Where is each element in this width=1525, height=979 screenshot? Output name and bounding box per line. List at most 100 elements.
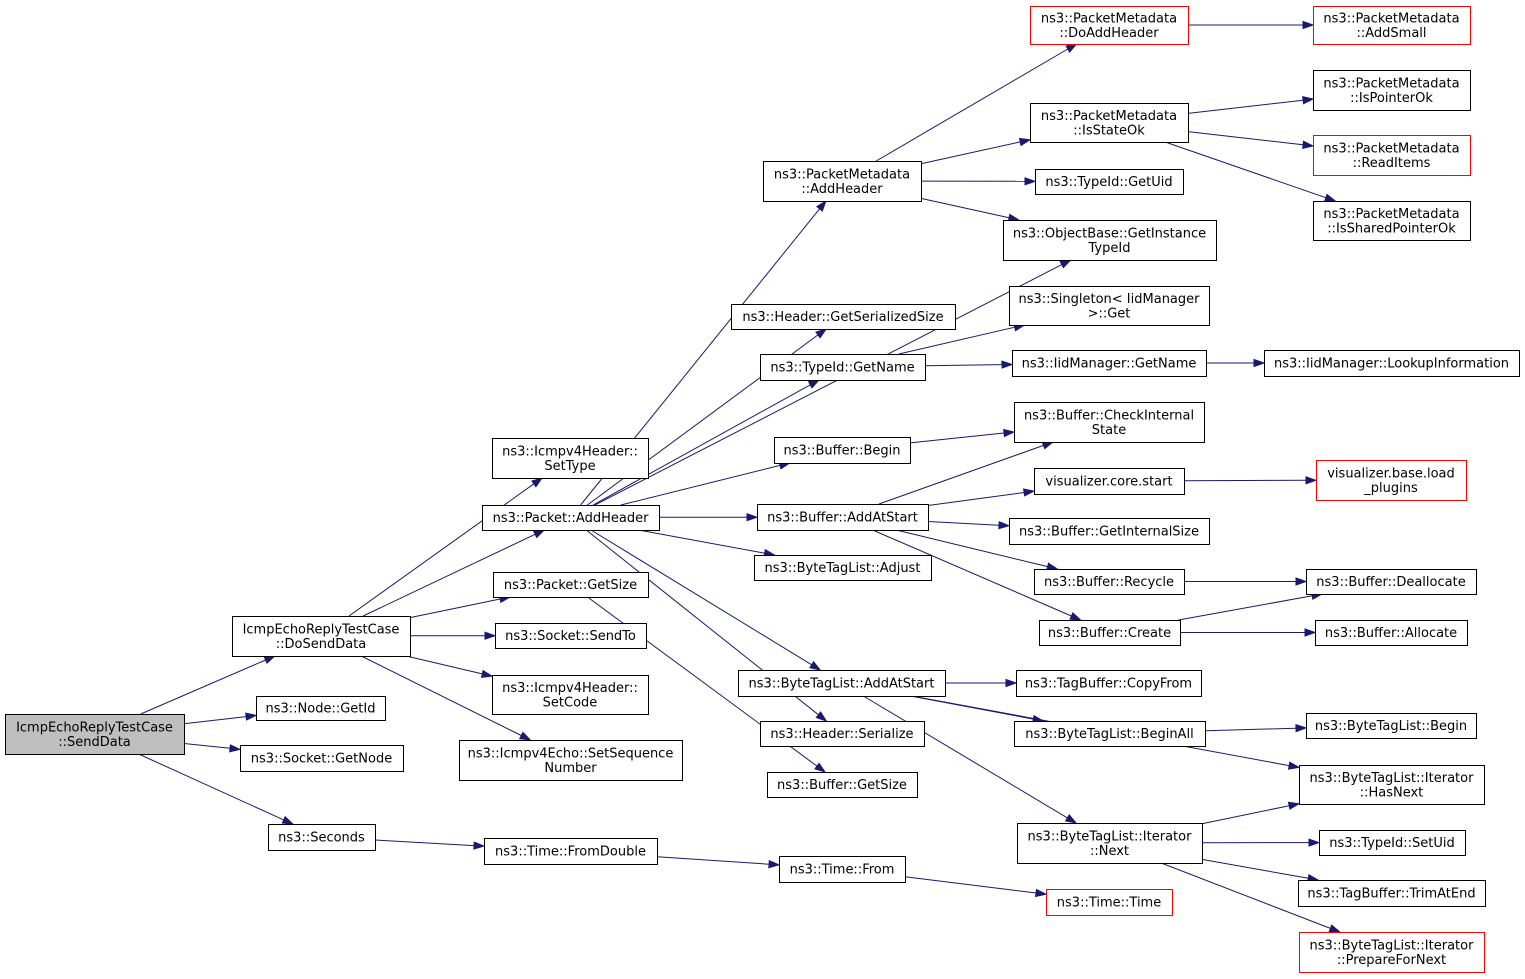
nodes-layer: IcmpEchoReplyTestCase::SendData IcmpEchoR… <box>5 6 1520 973</box>
node-box <box>1030 6 1189 45</box>
graph-node-btl-it-prepnext[interactable]: ns3::ByteTagList::Iterator::PrepareForNe… <box>1299 932 1485 973</box>
node-box <box>493 572 649 598</box>
graph-node-pm-issharedok[interactable]: ns3::PacketMetadata::IsSharedPointerOk <box>1313 201 1471 241</box>
graph-node-buf-begin[interactable]: ns3::Buffer::Begin <box>774 437 911 464</box>
node-label-line: ::DoAddHeader <box>1059 26 1159 41</box>
graph-node-btl-it-hasnext[interactable]: ns3::ByteTagList::Iterator::HasNext <box>1299 765 1485 805</box>
graph-node-hdr-getsersize[interactable]: ns3::Header::GetSerializedSize <box>731 304 956 330</box>
graph-node-time-from[interactable]: ns3::Time::From <box>779 856 906 883</box>
graph-node-buf-getsize[interactable]: ns3::Buffer::GetSize <box>767 772 918 798</box>
graph-node-sock-sendto[interactable]: ns3::Socket::SendTo <box>495 623 647 649</box>
graph-node-btl-addatstart[interactable]: ns3::ByteTagList::AddAtStart <box>738 670 946 697</box>
call-edge <box>620 464 781 506</box>
arrow-head-icon <box>263 655 277 665</box>
node-box <box>1298 880 1486 907</box>
graph-node-seconds[interactable]: ns3::Seconds <box>268 824 376 851</box>
node-box <box>1017 823 1203 864</box>
graph-node-hdr-serialize[interactable]: ns3::Header::Serialize <box>760 721 925 747</box>
graph-node-root[interactable]: IcmpEchoReplyTestCase::SendData <box>5 714 185 755</box>
node-box <box>459 740 683 781</box>
arrow-head-icon <box>518 731 532 741</box>
graph-node-tb-copyfrom[interactable]: ns3::TagBuffer::CopyFrom <box>1016 670 1202 697</box>
call-edge <box>1201 858 1309 879</box>
graph-node-icmp-setcode[interactable]: ns3::Icmpv4Header::SetCode <box>492 675 649 715</box>
graph-node-time-fromdouble[interactable]: ns3::Time::FromDouble <box>484 838 658 865</box>
node-label-line: ns3::ByteTagList::Adjust <box>765 561 921 576</box>
call-edge <box>594 264 1063 506</box>
call-edge <box>590 529 812 666</box>
graph-node-buf-recycle[interactable]: ns3::Buffer::Recycle <box>1034 569 1185 595</box>
node-label-line: ns3::Socket::GetNode <box>251 752 392 767</box>
arrow-head-icon <box>1018 137 1032 147</box>
node-box <box>763 161 922 202</box>
node-box <box>1299 932 1485 973</box>
node-label-line: visualizer.base.load <box>1327 466 1455 481</box>
arrow-head-icon <box>1287 801 1301 810</box>
graph-node-pm-isptrok[interactable]: ns3::PacketMetadata::IsPointerOk <box>1313 70 1471 111</box>
graph-node-pkt-getsize[interactable]: ns3::Packet::GetSize <box>493 572 649 598</box>
graph-node-pm-addheader[interactable]: ns3::PacketMetadata::AddHeader <box>763 161 922 202</box>
graph-node-typeid-getname[interactable]: ns3::TypeId::GetName <box>760 354 926 381</box>
node-label-line: ns3::ByteTagList::Iterator <box>1310 938 1475 953</box>
arrow-head-icon <box>1024 177 1037 186</box>
arrow-head-icon <box>1295 724 1308 733</box>
graph-node-tb-trimatend[interactable]: ns3::TagBuffer::TrimAtEnd <box>1298 880 1486 907</box>
node-box <box>240 745 404 772</box>
graph-node-pm-readitems[interactable]: ns3::PacketMetadata::ReadItems <box>1313 135 1471 176</box>
graph-node-btl-it-next[interactable]: ns3::ByteTagList::Iterator::Next <box>1017 823 1203 864</box>
node-box <box>492 438 649 479</box>
graph-node-icmp-settype[interactable]: ns3::Icmpv4Header::SetType <box>492 438 649 479</box>
node-box <box>1035 169 1184 195</box>
node-label-line: ::IsStateOk <box>1073 123 1145 138</box>
graph-node-sock-getnode[interactable]: ns3::Socket::GetNode <box>240 745 404 772</box>
node-label-line: ns3::Packet::GetSize <box>504 578 637 593</box>
arrow-head-icon <box>281 815 295 825</box>
graph-node-time-time[interactable]: ns3::Time::Time <box>1046 889 1173 916</box>
node-label-line: ::PrepareForNext <box>1337 953 1446 968</box>
call-edge <box>1204 727 1297 732</box>
node-label-line: SetCode <box>543 695 598 710</box>
call-edge <box>183 716 247 725</box>
graph-node-buf-create[interactable]: ns3::Buffer::Create <box>1039 620 1181 646</box>
graph-node-pm-addsmall[interactable]: ns3::PacketMetadata::AddSmall <box>1313 6 1471 45</box>
arrow-head-icon <box>1328 924 1342 933</box>
node-label-line: ::HasNext <box>1360 785 1424 800</box>
graph-node-viz-loadplugins[interactable]: visualizer.base.load_plugins <box>1316 460 1467 501</box>
graph-node-dosend[interactable]: IcmpEchoReplyTestCase::DoSendData <box>232 616 411 657</box>
arrow-head-icon <box>473 841 486 850</box>
arrow-head-icon <box>807 379 821 389</box>
graph-node-typeid-getuid[interactable]: ns3::TypeId::GetUid <box>1035 169 1184 195</box>
node-box <box>774 437 911 464</box>
arrow-head-icon <box>768 859 781 869</box>
call-edge <box>360 655 522 736</box>
graph-node-singleton-get[interactable]: ns3::Singleton< IidManager>::Get <box>1009 286 1210 326</box>
node-label-line: IcmpEchoReplyTestCase <box>243 622 400 637</box>
graph-node-btl-begin[interactable]: ns3::ByteTagList::Begin <box>1306 713 1477 739</box>
node-label-line: ns3::Icmpv4Header:: <box>502 681 638 696</box>
arrow-head-icon <box>531 477 544 488</box>
graph-node-pm-doaddheader[interactable]: ns3::PacketMetadata::DoAddHeader <box>1030 6 1189 45</box>
graph-node-getid[interactable]: ns3::Node::GetId <box>256 696 386 721</box>
graph-node-viz-start[interactable]: visualizer.core.start <box>1034 468 1185 495</box>
graph-node-pkt-addheader[interactable]: ns3::Packet::AddHeader <box>482 505 660 531</box>
graph-node-iid-getname[interactable]: ns3::IidManager::GetName <box>1012 350 1207 377</box>
arrow-head-icon <box>1005 678 1018 688</box>
call-edge <box>1201 805 1290 825</box>
arrow-head-icon <box>1035 888 1048 898</box>
graph-node-iid-lookup[interactable]: ns3::IidManager::LookupInformation <box>1264 350 1520 377</box>
graph-node-buf-getintsize[interactable]: ns3::Buffer::GetInternalSize <box>1009 518 1210 545</box>
node-label-line: ns3::Buffer::Recycle <box>1044 575 1174 590</box>
graph-node-btl-beginall[interactable]: ns3::ByteTagList::BeginAll <box>1014 721 1206 747</box>
graph-node-btl-adjust[interactable]: ns3::ByteTagList::Adjust <box>754 555 932 581</box>
graph-node-typeid-setuid[interactable]: ns3::TypeId::SetUid <box>1319 830 1466 856</box>
node-box <box>779 856 906 883</box>
node-box <box>1014 402 1205 443</box>
node-box <box>1009 286 1210 326</box>
graph-node-buf-alloc[interactable]: ns3::Buffer::Allocate <box>1315 620 1468 646</box>
graph-node-pm-isstateok[interactable]: ns3::PacketMetadata::IsStateOk <box>1030 103 1189 143</box>
graph-node-buf-addatstart[interactable]: ns3::Buffer::AddAtStart <box>757 504 929 531</box>
graph-node-buf-dealloc[interactable]: ns3::Buffer::Deallocate <box>1306 569 1477 595</box>
